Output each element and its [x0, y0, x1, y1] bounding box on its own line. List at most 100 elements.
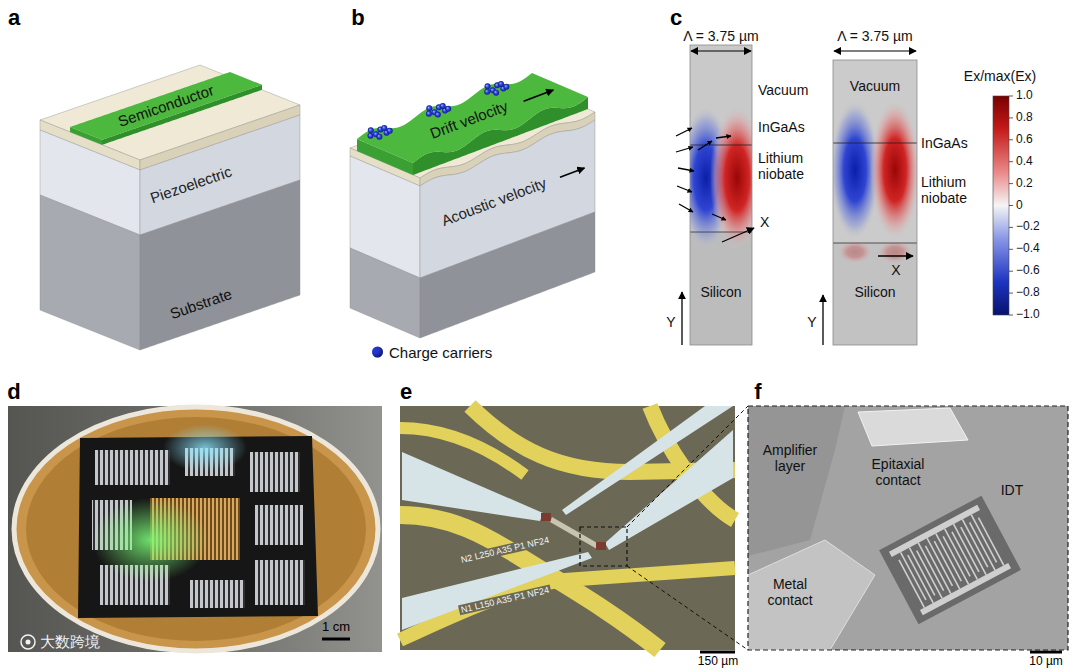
idt [879, 496, 1021, 625]
illustration-part [716, 136, 731, 138]
field-plots [676, 45, 1013, 345]
material-label: Lithium niobate [758, 150, 832, 182]
illustration-part [712, 214, 726, 220]
colorbar [993, 96, 1009, 315]
illustration-part [255, 560, 305, 605]
illustration-part [698, 141, 712, 150]
illustration-part [562, 406, 733, 515]
axis-arrow [722, 228, 754, 242]
tick-label: 0 [1016, 199, 1023, 213]
device [541, 513, 551, 521]
charge-carrier [426, 111, 432, 117]
illustration-part [402, 452, 543, 521]
probe-tapers [402, 406, 733, 630]
material-label: InGaAs [921, 135, 968, 151]
plot-frame [690, 45, 752, 345]
period-arrow [691, 50, 751, 51]
illustration-part [402, 552, 592, 630]
colorbar-tick [1009, 249, 1013, 250]
epitaxial-contact [858, 408, 968, 446]
colorbar-tick [1009, 227, 1013, 228]
material-label: Silicon [854, 284, 895, 300]
tick-label: 1.0 [1016, 89, 1033, 103]
period-dimension: Λ = 3.75 µm [683, 28, 758, 44]
illustration-part [190, 580, 245, 608]
tick-label: −0.2 [1016, 220, 1040, 234]
positive-field-lobe [710, 106, 752, 250]
velocity-arrow [524, 90, 554, 101]
charge-carrier [376, 134, 382, 140]
charge-carrier [484, 89, 490, 95]
panel-letter: f [754, 379, 761, 404]
light-reflection [163, 424, 247, 472]
part-label: Amplifier layer [754, 442, 826, 474]
interface-line [833, 243, 917, 244]
colorbar-tick [1009, 293, 1013, 294]
illustration-part [690, 106, 752, 345]
illustration-part [896, 512, 1004, 607]
amplifier-strip [550, 517, 599, 549]
tick-label: 0.4 [1016, 155, 1033, 169]
illustration-part [676, 147, 693, 152]
wafer [26, 417, 366, 641]
material-label: Silicon [700, 284, 741, 300]
wafer-rim [14, 407, 378, 651]
layer-stack-a [40, 65, 300, 350]
part-label: IDT [1001, 482, 1024, 498]
material-label: Vacuum [758, 82, 808, 98]
charge-carrier [381, 125, 387, 131]
illustration-part [677, 186, 692, 192]
tick-label: −0.4 [1016, 242, 1040, 256]
panel-letter: b [351, 5, 364, 30]
idt-finger [971, 515, 996, 563]
watermark-icon [26, 640, 31, 645]
substrate-right-face [140, 180, 300, 350]
period-arrow [834, 50, 916, 51]
axis-arrow [878, 255, 913, 256]
material-label: InGaAs [758, 119, 805, 135]
charge-carrier [426, 105, 432, 111]
device-arrays [92, 448, 305, 608]
illustration-part [676, 128, 692, 136]
colorbar-tick [1009, 117, 1013, 118]
zoom-frame [748, 406, 1068, 650]
velocity-arrows [524, 90, 585, 177]
colorbar-tick [1009, 183, 1013, 184]
device [596, 542, 606, 550]
scale-label: 1 cm [322, 620, 350, 635]
tick-label: 0.2 [1016, 177, 1033, 191]
colorbar-tick [1009, 315, 1013, 316]
substrate-right-face [420, 212, 595, 338]
illustration-part [833, 100, 917, 345]
velocity-arrow [560, 168, 585, 177]
semiconductor-top [357, 73, 588, 163]
micrograph-background [400, 406, 735, 650]
charge-carrier [498, 81, 504, 87]
colorbar-tick [1009, 139, 1013, 140]
colorbar-tick [1009, 271, 1013, 272]
illustration-part [255, 505, 303, 545]
photo-background [8, 406, 382, 652]
illustration-part [605, 430, 733, 550]
tick-label: 0.8 [1016, 111, 1033, 125]
scale-bar [1030, 651, 1062, 654]
legend-swatch [372, 347, 383, 358]
watermark: 大数跨境 [40, 633, 100, 650]
tick-label: −1.0 [1016, 308, 1040, 322]
charge-carrier [368, 127, 374, 133]
idt-finger [978, 518, 1003, 566]
plot-frame [833, 60, 917, 345]
silicon-region [690, 232, 752, 345]
material-label: Vacuum [850, 78, 900, 94]
legend-item: Charge carriers [372, 344, 492, 361]
optical-micrograph [400, 406, 735, 652]
axis-label: X [760, 214, 769, 230]
panel-letter: a [8, 5, 20, 30]
charge-carrier [445, 106, 451, 112]
illustration-part [250, 452, 300, 492]
sem-image [748, 406, 1068, 652]
legend-text: Charge carriers [389, 344, 492, 361]
colorbar-title: Ex/max(Ex) [964, 68, 1036, 84]
axis-label: Y [807, 314, 816, 330]
